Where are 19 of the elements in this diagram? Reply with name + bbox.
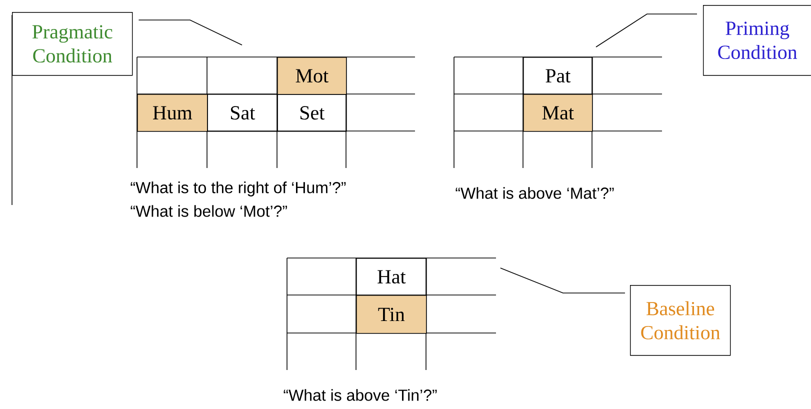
- grid-cell: Sat: [207, 94, 278, 132]
- grid-cell: Pat: [523, 57, 593, 95]
- grid-cell: Set: [277, 94, 347, 132]
- highlighted-cell: Hum: [137, 94, 208, 132]
- condition-box: Baseline Condition: [630, 284, 731, 356]
- word-grid: [136, 56, 416, 168]
- question-text: “What is below ‘Mot’?”: [130, 205, 287, 217]
- highlighted-cell: Mot: [277, 57, 347, 95]
- question-text: “What is above ‘Mat’?”: [456, 187, 614, 199]
- highlighted-cell: Tin: [356, 295, 427, 334]
- grid-cell: Hat: [356, 258, 427, 296]
- leader-line: [596, 14, 698, 48]
- leader-line: [500, 268, 626, 294]
- condition-box: Priming Condition: [703, 5, 811, 76]
- leader-line: [138, 20, 242, 46]
- condition-box: Pragmatic Condition: [12, 12, 133, 76]
- question-text: “What is to the right of ‘Hum’?”: [130, 182, 346, 196]
- highlighted-cell: Mat: [523, 94, 593, 132]
- question-text: “What is above ‘Tin’?”: [284, 389, 437, 401]
